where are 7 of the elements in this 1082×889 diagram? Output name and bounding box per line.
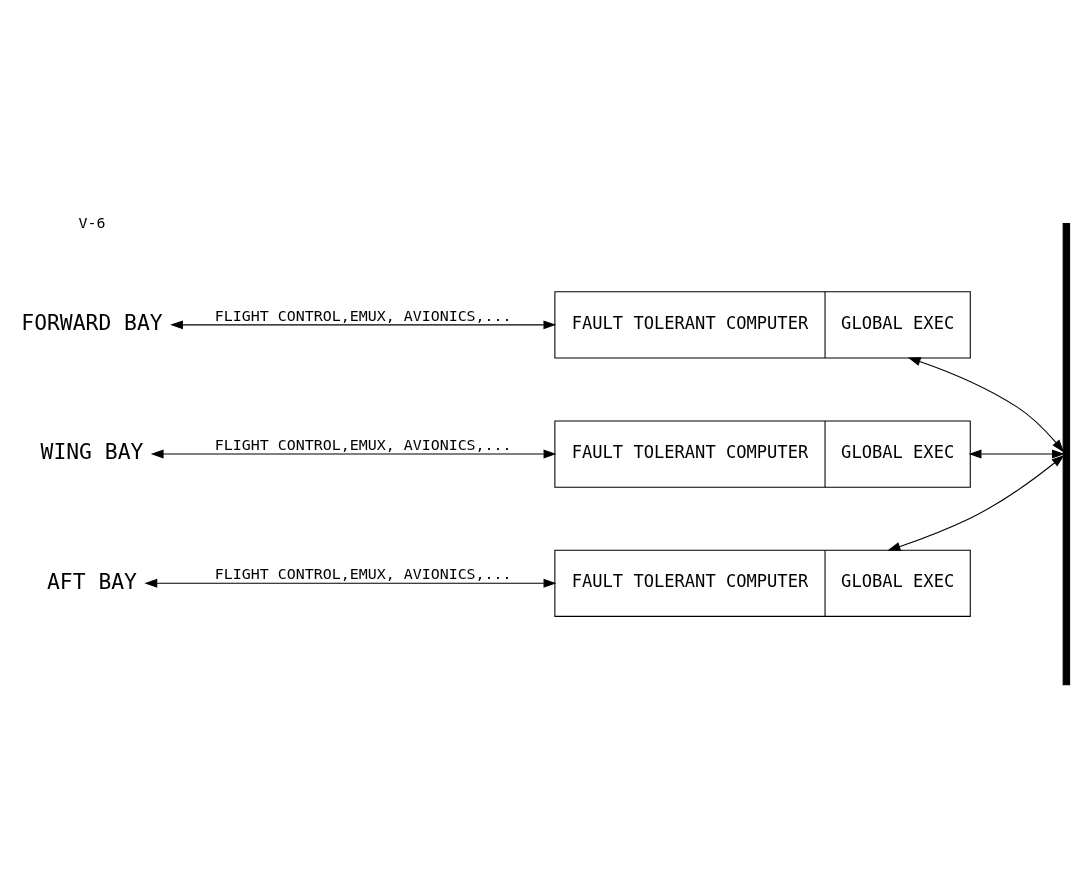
edge-label: FLIGHT CONTROL,EMUX, AVIONICS,... [214, 564, 512, 583]
label: V-6 [78, 213, 106, 232]
node-text: WING BAY [40, 438, 144, 464]
node-text: AFT BAY [47, 568, 137, 594]
edge-label: FLIGHT CONTROL,EMUX, AVIONICS,... [214, 435, 512, 454]
node-text: FORWARD BAY [21, 309, 163, 335]
edge-label: FLIGHT CONTROL,EMUX, AVIONICS,... [214, 306, 512, 325]
